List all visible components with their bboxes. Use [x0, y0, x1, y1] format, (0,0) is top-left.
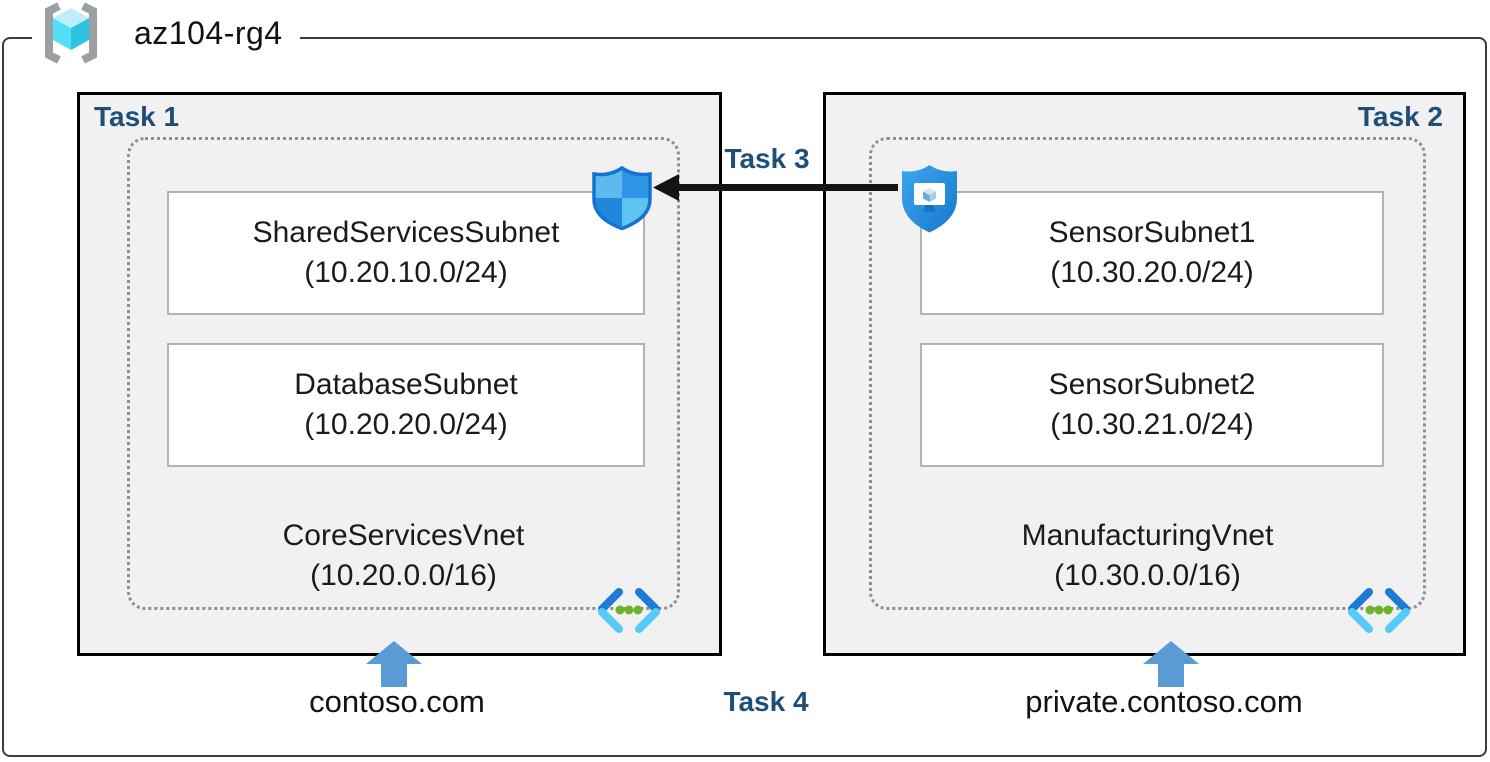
resource-group-icon	[45, 2, 97, 64]
resource-group-title: az104-rg4	[134, 14, 283, 51]
task3-label: Task 3	[724, 143, 810, 174]
vnet-name: ManufacturingVnet	[1021, 519, 1274, 552]
subnet-name: DatabaseSubnet	[294, 368, 518, 401]
resource-group-frame	[2, 37, 1487, 757]
subnet-box-sharedservices: SharedServicesSubnet (10.20.10.0/24)	[167, 191, 645, 315]
task2-label: Task 2	[1357, 101, 1443, 132]
subnet-cidr: (10.30.21.0/24)	[1050, 408, 1254, 441]
dns-up-arrow-icon	[1143, 641, 1199, 687]
vnet-box-coreservices: Task 1 SharedServicesSubnet (10.20.10.0/…	[77, 92, 722, 656]
frame-title-gap	[32, 33, 300, 43]
bastion-shield-icon	[902, 165, 957, 233]
nsg-shield-icon	[592, 165, 652, 231]
vnet-box-manufacturing: Task 2 SensorSubnet1 (10.30.20.0/24) Sen…	[823, 92, 1466, 656]
vnet-cidr: (10.20.0.0/16)	[310, 559, 497, 592]
vnet-boundary-manufacturing: SensorSubnet1 (10.30.20.0/24) SensorSubn…	[869, 137, 1426, 633]
subnet-name: SensorSubnet2	[1048, 368, 1256, 401]
subnet-name: SharedServicesSubnet	[252, 216, 560, 249]
subnet-box-database: DatabaseSubnet (10.20.20.0/24)	[167, 343, 645, 467]
virtual-network-icon	[1348, 588, 1410, 633]
vnet-label-coreservices: CoreServicesVnet (10.20.0.0/16)	[130, 516, 677, 596]
subnet-cidr: (10.30.20.0/24)	[1050, 256, 1254, 289]
dns-zone-label-private-contoso: private.contoso.com	[1025, 684, 1303, 719]
vnet-label-manufacturing: ManufacturingVnet (10.30.0.0/16)	[872, 516, 1423, 596]
subnet-name: SensorSubnet1	[1048, 216, 1256, 249]
vnet-cidr: (10.30.0.0/16)	[1054, 559, 1241, 592]
dns-zone-label-contoso: contoso.com	[309, 684, 485, 719]
peering-arrow	[653, 174, 898, 201]
subnet-cidr: (10.20.20.0/24)	[304, 408, 508, 441]
task1-label: Task 1	[94, 101, 180, 132]
subnet-box-sensor2: SensorSubnet2 (10.30.21.0/24)	[920, 343, 1384, 467]
resource-group-header: az104-rg4	[38, 2, 283, 64]
subnet-box-sensor1: SensorSubnet1 (10.30.20.0/24)	[920, 191, 1384, 315]
dns-up-arrow-icon	[366, 641, 422, 687]
vnet-name: CoreServicesVnet	[282, 519, 525, 552]
subnet-cidr: (10.20.10.0/24)	[304, 256, 508, 289]
vnet-boundary-coreservices: SharedServicesSubnet (10.20.10.0/24) Dat…	[127, 137, 680, 633]
task4-label: Task 4	[723, 686, 809, 717]
virtual-network-icon	[598, 588, 660, 633]
